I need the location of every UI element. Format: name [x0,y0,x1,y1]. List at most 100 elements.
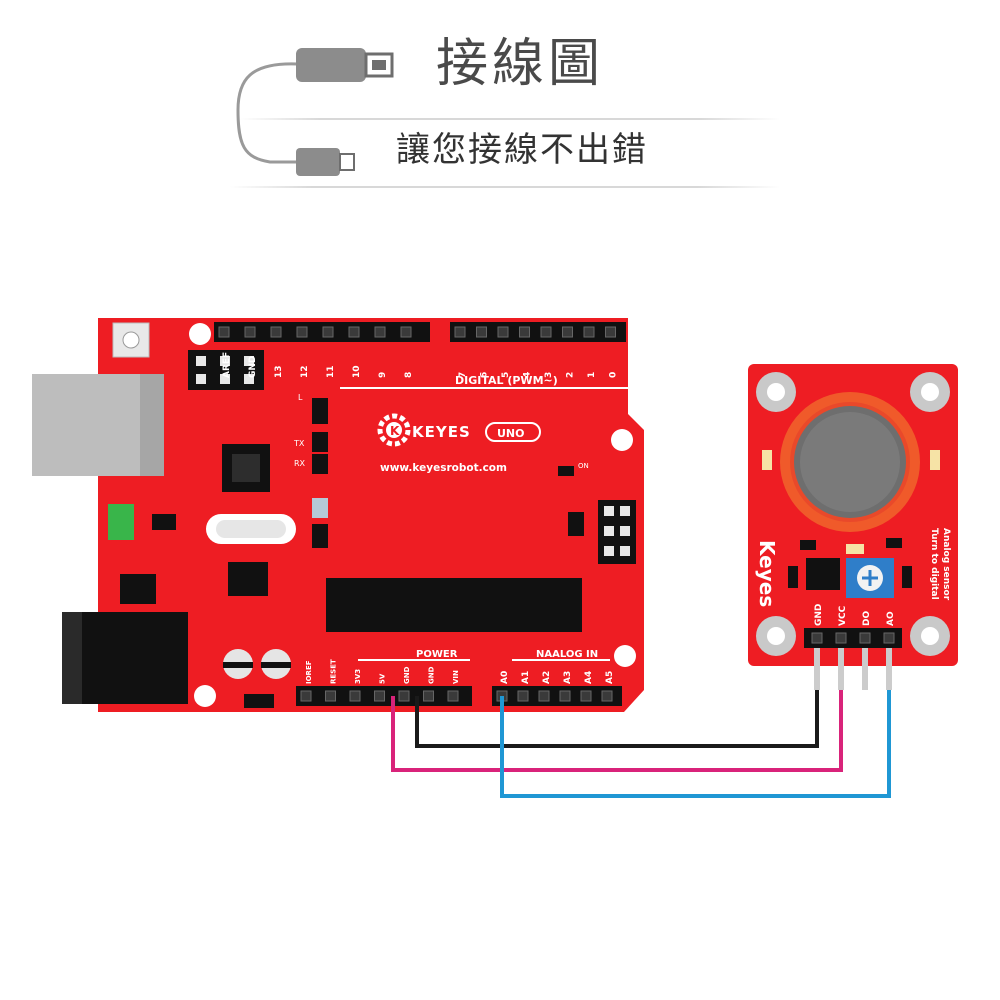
digital-header-left [214,322,430,342]
pin-label-analog: A4 [584,671,594,684]
header-pin [562,326,573,338]
digital-label: DIGITAL (PWM~) [455,374,558,387]
header-pin [349,690,361,702]
sensor-pin-leg [838,648,844,690]
header-pin [398,690,410,702]
header-pin [835,632,847,644]
pin-label-top-left: 8 [404,372,414,378]
header-pin [348,326,360,338]
pin-label-top-left: 9 [378,372,388,378]
header-pin [559,690,571,702]
pin-label-analog: A5 [605,671,615,684]
pin-label-top-left: 10 [352,365,362,378]
header-pin [583,326,595,338]
header-pin [300,690,312,702]
mounting-hole [189,323,211,345]
pin-label-analog: A2 [542,671,552,684]
pin-label-sensor: DO [862,611,872,626]
power-label: POWER [416,649,458,660]
header-pin [476,326,487,338]
pin-label-power: 5V [379,673,387,684]
atmega328-chip [326,578,582,632]
pin-label-power: RESET [330,659,338,684]
pin-label-top-left: AREF [222,352,232,378]
pin-label-sensor: VCC [838,605,848,626]
divider [240,118,780,120]
pin-label-top-left: 11 [326,365,336,378]
pin-label-sensor: GND [814,604,824,626]
pin-label-top-right: 0 [609,372,619,378]
usb-cable-icon [236,48,394,176]
wire-5v-to-vcc [391,690,843,772]
header-pin [454,326,466,338]
mounting-hole [910,372,950,412]
pin-label-analog: A3 [563,671,573,684]
mounting-hole [614,645,636,667]
green-component [108,504,134,540]
pin-label-analog: A1 [521,671,531,684]
wire-gnd-to-gnd [415,690,819,748]
brand-logo-text: KEYES [412,423,471,441]
sensor-pin-leg [862,648,868,690]
header-pin [883,632,895,644]
header-pin [540,326,552,338]
header-pin [296,326,308,338]
icsp-header-2 [598,500,636,564]
pin-label-top-right: 1 [587,372,597,378]
header-pin [580,690,592,702]
header-pin [517,690,529,702]
header-pin [270,326,282,338]
pin-label-top-right: 7 [458,372,468,378]
pin-label-power: IOREF [305,660,313,684]
uno-badge-text: UNO [497,427,525,440]
header-pin [244,326,256,338]
digital-header-right [450,322,626,342]
pin-label-top-left: 13 [274,365,284,378]
analog-label: NAALOG IN [536,649,598,660]
pin-label-power: VIN [452,670,460,684]
pin-label-power: GND [428,666,436,684]
usb-interface-chip [222,444,270,492]
status-led [930,450,940,470]
page-subtitle: 讓您接線不出錯 [396,130,648,170]
led-label-l: L [298,393,303,402]
sensor-pin-leg [886,648,892,690]
mounting-hole [611,429,633,451]
pin-label-top-left: 12 [300,365,310,378]
sensor-desc-line1: Analog sensor [941,528,951,601]
pin-label-analog: A0 [500,671,510,684]
header-pin [601,690,613,702]
header-pin [400,326,412,338]
divider [230,186,780,188]
svg-text:K: K [390,424,400,438]
gas-sensor-element [780,392,920,532]
header-pin [218,326,230,338]
header-pin [859,632,871,644]
header-pin [374,326,386,338]
potentiometer [846,558,894,598]
header-pin [811,632,823,644]
pin-label-top-left: GND [248,356,258,378]
header-pin [374,690,385,702]
pin-label-top-right: 2 [566,372,576,378]
sensor-pin-header [804,628,902,648]
pin-label-top-right: 4 [523,372,533,378]
mounting-hole [756,372,796,412]
led-label-tx: TX [293,439,305,448]
mounting-hole [910,616,950,656]
dc-power-jack [62,612,188,704]
power-led [762,450,772,470]
pin-label-top-right: 5 [501,372,511,378]
keyes-gear-logo: K [377,413,411,447]
mounting-hole [756,616,796,656]
header-pin [605,326,616,338]
led-l [312,398,328,424]
mounting-hole [194,685,216,707]
sensor-desc-line2: Turn to digital [929,528,939,600]
page-title: 接線圖 [436,34,605,94]
uno-badge [485,422,541,442]
pin-label-top-right: 3 [544,372,554,378]
